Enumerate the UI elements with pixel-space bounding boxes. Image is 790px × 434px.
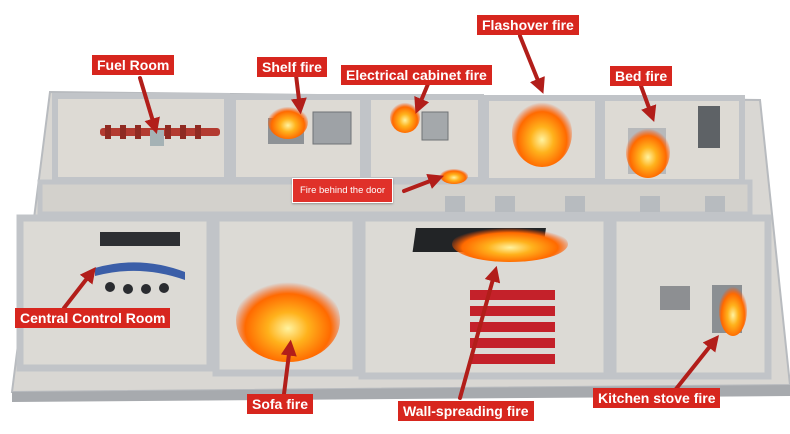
wall-fire-arrow [458,265,501,400]
flashover-fire-label: Flashover fire [477,15,579,35]
bed-flames [626,126,670,178]
flashover-fire-arrow [518,34,545,94]
shelf-flames [268,105,308,139]
cabinet-flames [390,101,420,133]
flashover-flames [512,99,572,167]
door-flames [440,168,468,184]
callout-arrows [62,34,719,400]
central-control-room-label: Central Control Room [15,308,171,328]
sofa-flames [236,278,340,362]
shelf-fire-label: Shelf fire [257,57,327,77]
door-fire-arrow [402,173,444,193]
electrical-cabinet-fire-label: Electrical cabinet fire [341,65,492,85]
fuel-room-label: Fuel Room [92,55,175,75]
wall-flames [452,226,568,262]
wall-spreading-fire-label: Wall-spreading fire [398,401,534,421]
bed-fire-label: Bed fire [610,66,673,86]
kitchen-fire-arrow [674,334,719,391]
fuel-room-arrow [138,76,160,135]
fire-behind-door-label: Fire behind the door [292,178,394,203]
red-seats [470,290,555,364]
kitchen-stove-fire-label: Kitchen stove fire [593,388,721,408]
shelf-fire-arrow [290,73,307,115]
sofa-fire-label: Sofa fire [247,394,314,414]
control-room-arrow [62,266,96,310]
corridor [37,179,753,217]
sofa-fire-arrow [280,339,297,396]
control-chairs [105,282,169,294]
bed-fire-arrow [639,84,657,123]
kitchen-flames [719,284,747,336]
fire-flames [236,99,747,362]
fuel-cylinders [100,125,220,146]
cabinet-fire-arrow [414,82,430,114]
